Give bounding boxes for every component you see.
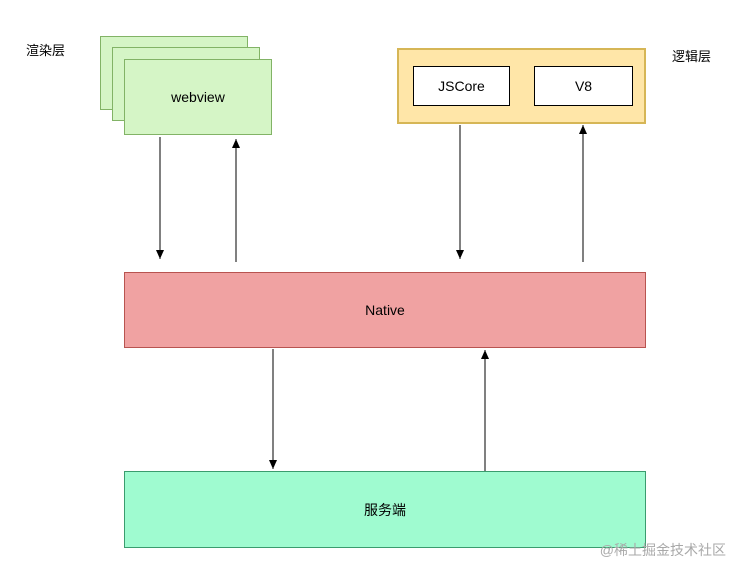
jscore-label: JSCore xyxy=(438,78,485,94)
native-box: Native xyxy=(124,272,646,348)
site-watermark: @稀土掘金技术社区 xyxy=(599,542,726,558)
webview-label: webview xyxy=(171,89,225,105)
logic-layer-label: 逻辑层 xyxy=(672,49,712,64)
webview-box: webview xyxy=(124,59,272,135)
jscore-box: JSCore xyxy=(413,66,510,106)
v8-box: V8 xyxy=(534,66,633,106)
native-label: Native xyxy=(365,302,405,318)
server-box: 服务端 xyxy=(124,471,646,548)
server-label: 服务端 xyxy=(364,501,406,518)
render-layer-label: 渲染层 xyxy=(26,43,66,58)
v8-label: V8 xyxy=(574,78,593,94)
